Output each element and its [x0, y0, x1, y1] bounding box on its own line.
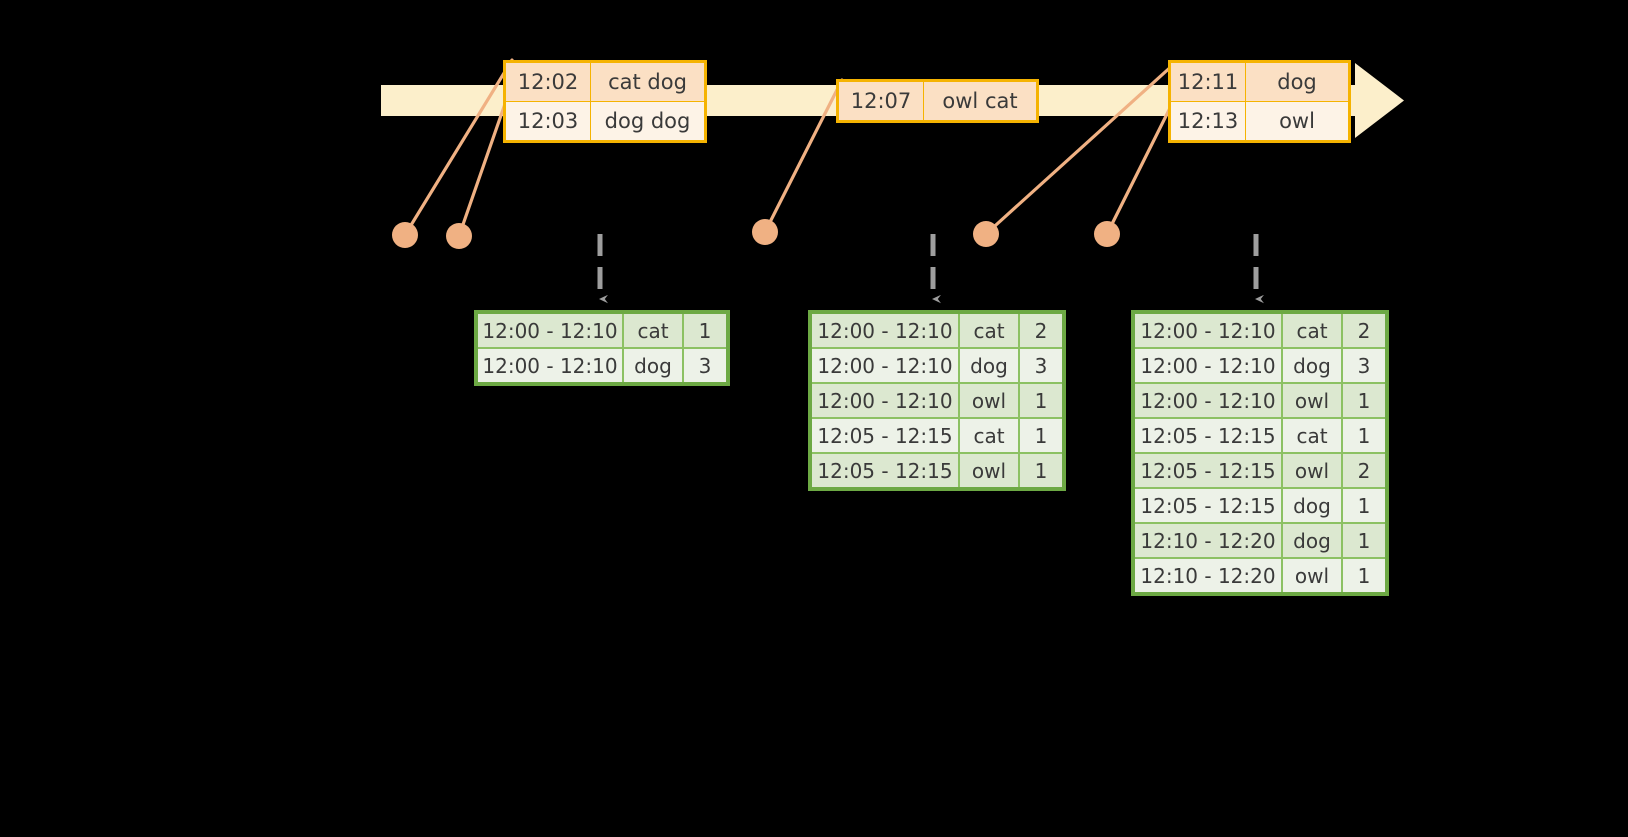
- word-label: cat: [1281, 311, 1343, 349]
- word-label: cat: [622, 311, 684, 349]
- event-row: 12:02 cat dog: [504, 61, 706, 102]
- word-label: cat: [958, 311, 1020, 349]
- word-label: dog: [1281, 522, 1343, 559]
- event-time: 12:02: [504, 61, 591, 102]
- window-range: 12:00 - 12:10: [1132, 347, 1283, 384]
- word-count: 2: [1341, 452, 1388, 489]
- word-count: 3: [682, 347, 729, 385]
- word-label: cat: [1281, 417, 1343, 454]
- word-label: owl: [958, 452, 1020, 490]
- word-label: dog: [1281, 347, 1343, 384]
- window-range: 12:05 - 12:15: [809, 452, 960, 490]
- event-box-2: 12:07 owl cat: [836, 79, 1039, 123]
- word-count: 1: [1341, 522, 1388, 559]
- event-dot-3: [752, 219, 778, 245]
- word-count: 2: [1341, 311, 1388, 349]
- event-words: dog: [1245, 61, 1350, 102]
- dashed-arrows: [597, 234, 1264, 304]
- window-range: 12:00 - 12:10: [1132, 311, 1283, 349]
- word-count: 2: [1018, 311, 1065, 349]
- event-row: 12:11 dog: [1169, 61, 1350, 102]
- word-count: 3: [1018, 347, 1065, 384]
- event-dot-1: [392, 222, 418, 248]
- word-label: dog: [958, 347, 1020, 384]
- word-label: dog: [622, 347, 684, 385]
- connector-3: [763, 78, 844, 234]
- event-dot-5: [1094, 221, 1120, 247]
- event-box-3: 12:11 dog 12:13 owl: [1168, 60, 1351, 143]
- window-range: 12:00 - 12:10: [1132, 382, 1283, 419]
- event-time: 12:03: [504, 101, 591, 142]
- word-count: 1: [1018, 382, 1065, 419]
- event-time: 12:07: [837, 80, 924, 122]
- window-range: 12:05 - 12:15: [1132, 487, 1283, 524]
- event-row: 12:07 owl cat: [837, 80, 1038, 122]
- window-range: 12:05 - 12:15: [1132, 417, 1283, 454]
- event-words: cat dog: [590, 61, 706, 102]
- window-range: 12:00 - 12:10: [809, 382, 960, 419]
- word-count: 1: [1341, 417, 1388, 454]
- word-count: 1: [682, 311, 729, 349]
- event-row: 12:13 owl: [1169, 101, 1350, 142]
- word-label: dog: [1281, 487, 1343, 524]
- event-dot-4: [973, 221, 999, 247]
- window-range: 12:00 - 12:10: [475, 347, 624, 385]
- word-count: 1: [1018, 417, 1065, 454]
- event-words: dog dog: [590, 101, 706, 142]
- event-time: 12:13: [1169, 101, 1246, 142]
- word-count: 1: [1341, 487, 1388, 524]
- window-range: 12:05 - 12:15: [1132, 452, 1283, 489]
- event-words: owl: [1245, 101, 1350, 142]
- event-box-1: 12:02 cat dog 12:03 dog dog: [503, 60, 707, 143]
- event-words: owl cat: [923, 80, 1038, 122]
- event-dots: [392, 219, 1120, 249]
- window-range: 12:10 - 12:20: [1132, 522, 1283, 559]
- event-time: 12:11: [1169, 61, 1246, 102]
- connector-5: [1105, 102, 1174, 236]
- word-label: owl: [1281, 452, 1343, 489]
- word-label: owl: [1281, 557, 1343, 595]
- word-label: owl: [1281, 382, 1343, 419]
- connector-1: [403, 58, 514, 237]
- event-dot-2: [446, 223, 472, 249]
- word-count: 1: [1341, 382, 1388, 419]
- event-row: 12:03 dog dog: [504, 101, 706, 142]
- window-range: 12:05 - 12:15: [809, 417, 960, 454]
- word-count: 1: [1018, 452, 1065, 490]
- word-label: owl: [958, 382, 1020, 419]
- window-range: 12:00 - 12:10: [809, 347, 960, 384]
- window-range: 12:00 - 12:10: [809, 311, 960, 349]
- window-range: 12:10 - 12:20: [1132, 557, 1283, 595]
- word-label: cat: [958, 417, 1020, 454]
- connector-2: [457, 99, 508, 238]
- word-count: 3: [1341, 347, 1388, 384]
- window-range: 12:00 - 12:10: [475, 311, 624, 349]
- word-count: 1: [1341, 557, 1388, 595]
